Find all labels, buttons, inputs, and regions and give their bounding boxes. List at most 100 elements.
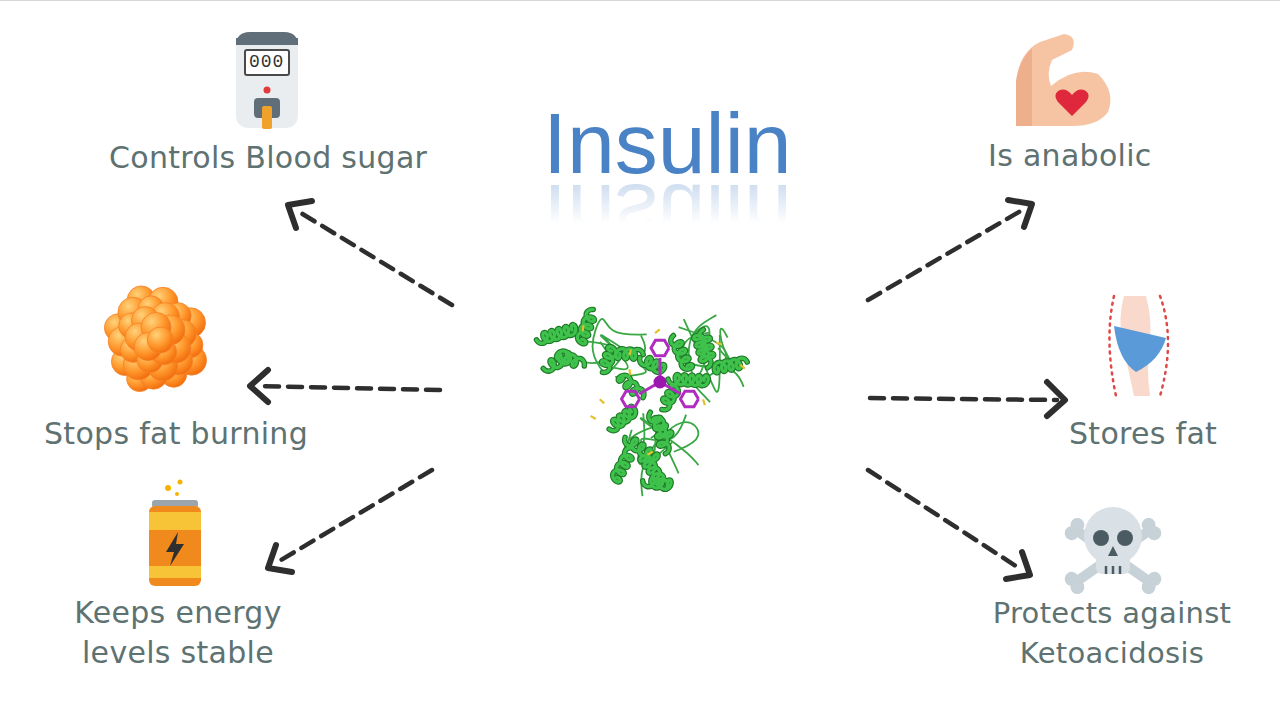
meter-light xyxy=(264,87,271,94)
helix-ribbon xyxy=(609,406,635,430)
bone-end xyxy=(1145,523,1164,542)
can-band xyxy=(149,512,201,530)
label-holder: Stores fat xyxy=(1069,414,1217,454)
ligand-stick xyxy=(680,391,698,407)
label-holder: Stops fat burning xyxy=(44,414,308,454)
skull-icon xyxy=(1062,507,1164,597)
helix-outline xyxy=(714,358,747,373)
effect-label: Stops fat burning xyxy=(44,414,308,454)
helix-outline xyxy=(653,417,669,453)
disulfide-bond xyxy=(655,329,660,333)
arrow-head xyxy=(1047,382,1065,416)
helix-ribbon xyxy=(653,417,669,453)
dashed-arrow xyxy=(868,209,1024,300)
arm-shade xyxy=(1016,48,1032,126)
body-fat-icon xyxy=(1109,296,1168,396)
helix-outline xyxy=(609,406,635,430)
effect-label: Is anabolic xyxy=(988,136,1152,176)
disulfide-bond xyxy=(740,365,745,369)
helix-ribbon xyxy=(671,336,693,370)
lightning-symbol xyxy=(166,532,184,566)
helix-ribbon xyxy=(601,346,615,372)
meter-band xyxy=(236,38,298,45)
ligand-stick xyxy=(651,340,669,356)
bone-end xyxy=(1062,523,1081,542)
energy-can-icon xyxy=(149,480,201,587)
arm-shape xyxy=(1016,34,1110,126)
diagram-title: Insulin xyxy=(543,100,792,186)
dashed-arrow xyxy=(258,386,440,390)
disulfide-bond xyxy=(628,369,631,375)
coil-strand xyxy=(718,329,731,362)
bone-end xyxy=(1068,577,1087,596)
can-band xyxy=(149,566,201,578)
bone-end xyxy=(1139,577,1158,596)
arrows xyxy=(250,200,1065,579)
effect-label: Stores fat xyxy=(1069,414,1217,454)
label-holder: Is anabolic xyxy=(988,136,1152,176)
skull-eye xyxy=(1117,530,1133,546)
bubble xyxy=(175,492,179,496)
muscle-icon xyxy=(1016,34,1110,126)
dashed-arrow xyxy=(276,470,432,563)
helix-ribbon xyxy=(616,349,643,359)
fat-wedge xyxy=(1114,326,1166,372)
arrow-head xyxy=(1006,552,1030,579)
coil-strand xyxy=(615,335,646,377)
helix-outline xyxy=(577,309,594,343)
disulfide-bond xyxy=(582,325,585,331)
disulfide-bond xyxy=(716,343,722,345)
helix-ribbon xyxy=(714,358,747,373)
bubble xyxy=(165,485,171,491)
helix-outline xyxy=(613,448,633,482)
arrow-head xyxy=(1008,200,1032,227)
skull-tooth xyxy=(1112,566,1115,574)
disulfide-bond xyxy=(629,349,630,355)
helix-ribbon xyxy=(556,351,584,366)
top-rule xyxy=(0,0,1280,1)
meter-body xyxy=(236,32,298,128)
label-holder: Protects against Ketoacidosis xyxy=(962,593,1262,673)
meter-screen xyxy=(245,50,289,75)
helix-outline xyxy=(671,336,693,370)
dotted-outline xyxy=(1160,296,1168,396)
helix-ribbon xyxy=(537,325,576,344)
ligand-stick xyxy=(622,391,640,407)
skull-eye xyxy=(1093,530,1109,546)
disulfide-bond xyxy=(600,399,604,403)
meter-reading: 000 xyxy=(249,50,284,74)
arrow-head xyxy=(268,545,292,572)
label-holder: Keeps energy levels stable xyxy=(38,593,318,673)
bubble xyxy=(178,480,183,485)
helix-outline xyxy=(537,325,576,344)
dashed-arrow xyxy=(868,470,1022,570)
label-holder: Controls Blood sugar xyxy=(109,138,427,178)
helix-ribbon xyxy=(613,448,633,482)
helix-ribbon xyxy=(643,477,672,489)
test-strip xyxy=(262,106,272,129)
fat-cell xyxy=(147,327,173,353)
skull-tooth xyxy=(1119,566,1122,574)
dashed-arrow xyxy=(870,398,1057,400)
arrow-head xyxy=(250,370,268,402)
zinc-ion xyxy=(654,376,667,389)
dashed-arrow xyxy=(296,210,452,305)
dotted-outline xyxy=(1109,296,1116,396)
title-holder: Insulin xyxy=(543,100,792,186)
arrow-head xyxy=(288,201,312,228)
helix-ribbon xyxy=(700,330,714,358)
fat-cell-icon xyxy=(104,286,206,392)
disulfide-bond xyxy=(703,399,705,405)
insulin-hexamer xyxy=(537,309,748,496)
skull-nose xyxy=(1108,546,1118,556)
can-body xyxy=(149,506,201,586)
disulfide-bond xyxy=(648,452,653,455)
skull-tooth xyxy=(1105,566,1108,574)
effect-label: Keeps energy levels stable xyxy=(38,593,318,673)
effect-label: Controls Blood sugar xyxy=(109,138,427,178)
label-holder: 000 xyxy=(249,50,284,74)
effect-label: Protects against Ketoacidosis xyxy=(962,593,1262,673)
meter-top xyxy=(236,32,298,46)
helix-ribbon xyxy=(577,309,594,343)
